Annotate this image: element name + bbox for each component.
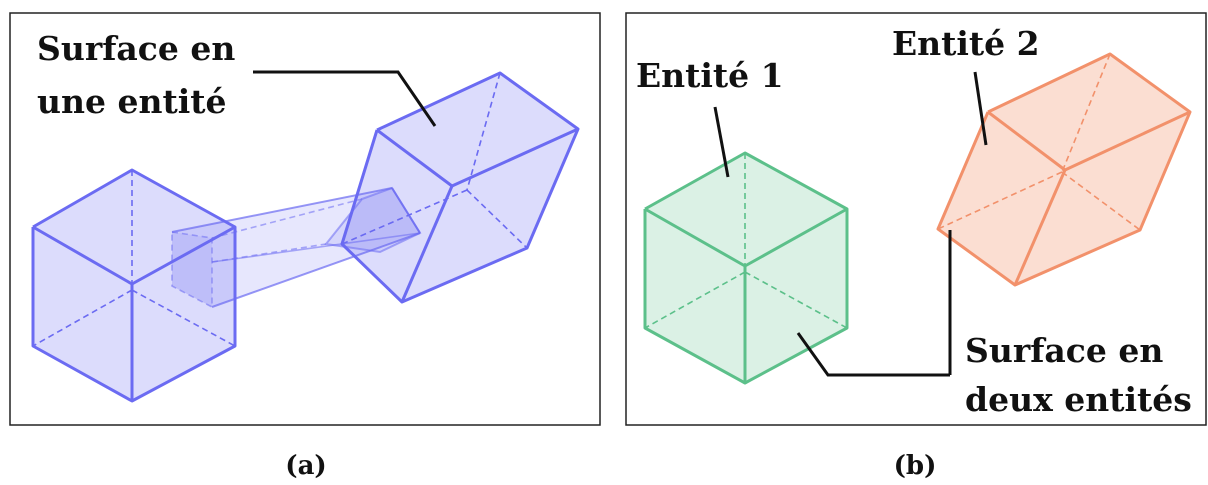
panel-b-label-line2: deux entités	[965, 380, 1192, 419]
panel-b-frame	[625, 12, 1207, 426]
panel-b-entity2-leader	[973, 71, 988, 146]
panel-a-caption: (a)	[285, 451, 326, 481]
panel-b-caption: (b)	[894, 451, 937, 481]
panel-b-surface-leader-left	[796, 332, 950, 377]
panel-b-entity1-cube	[643, 151, 849, 385]
panel-a-left-cube	[31, 168, 237, 403]
panel-b-entity1-label: Entité 1	[636, 56, 784, 95]
panel-a-single-entity	[31, 71, 580, 403]
panel-b-label-line1: Surface en	[965, 331, 1163, 370]
panel-b-entity1-leader	[713, 106, 730, 178]
panel-a-label-line1: Surface en	[37, 29, 235, 68]
panel-b-entity2-label: Entité 2	[892, 24, 1040, 63]
panel-a-frame	[9, 12, 601, 426]
panel-a-leader-line	[253, 70, 437, 127]
panel-a-label-line2: une entité	[37, 82, 226, 121]
panel-b-entity2-prism	[936, 52, 1192, 287]
panel-a-right-prism	[340, 71, 580, 304]
